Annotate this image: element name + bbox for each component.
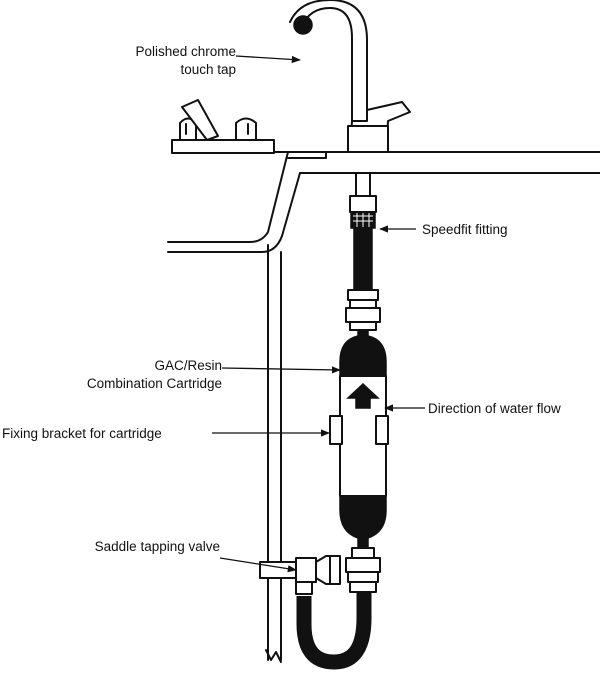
lower-compression-fitting — [345, 547, 381, 593]
cabinet-wall — [265, 244, 282, 663]
flow-arrow-icon — [346, 382, 380, 409]
cartridge-label-line2: Combination Cartridge — [87, 376, 222, 391]
speedfit-label: Speedfit fitting — [422, 222, 508, 237]
speedfit-fitting — [349, 195, 377, 229]
flow-label: Direction of water flow — [428, 401, 561, 416]
tap-label-line2: touch tap — [180, 62, 236, 77]
worktop — [167, 151, 600, 253]
sink-mixer-tap — [171, 99, 327, 159]
leader-lines — [212, 55, 425, 573]
lower-hose — [296, 592, 372, 670]
upper-hose — [353, 227, 373, 291]
tap-label-line1: Polished chrome — [135, 44, 236, 59]
touch-tap — [289, 0, 411, 197]
labels: Polished chrome touch tap Speedfit fitti… — [2, 44, 561, 554]
upper-compression-fitting — [345, 289, 381, 331]
cartridge-label-line1: GAC/Resin — [154, 358, 222, 373]
fixing-brackets — [329, 415, 389, 445]
cartridge — [339, 329, 387, 549]
saddle-label: Saddle tapping valve — [95, 539, 220, 554]
saddle-tapping-valve — [259, 555, 341, 595]
bracket-label: Fixing bracket for cartridge — [2, 426, 162, 441]
